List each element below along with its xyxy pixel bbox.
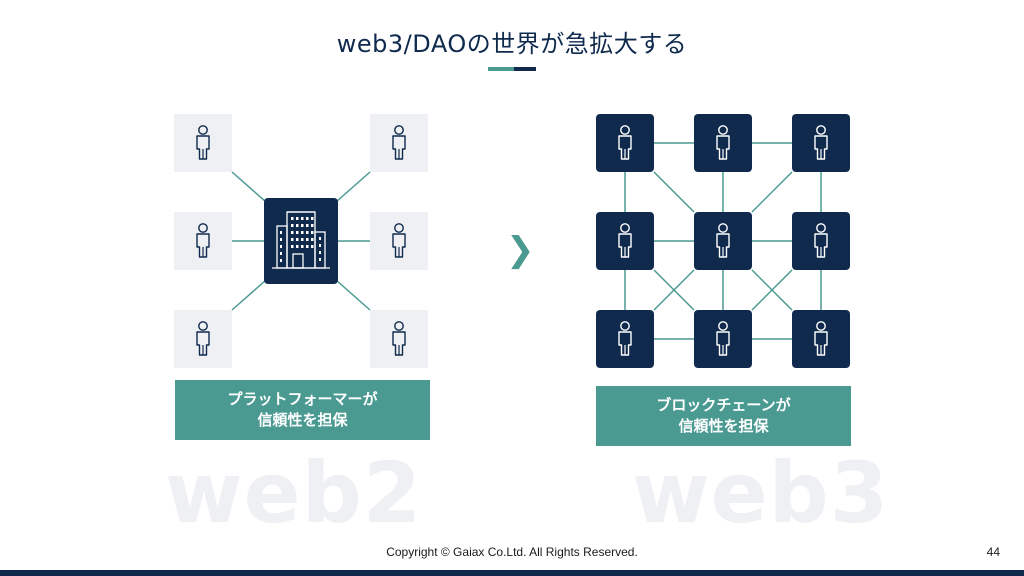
web3-person-node	[596, 114, 654, 172]
title-underline-navy	[514, 67, 536, 71]
web2-person-node	[370, 212, 428, 270]
web3-person-node	[694, 114, 752, 172]
building-icon	[272, 211, 330, 269]
web3-person-node	[596, 212, 654, 270]
web2-watermark: web2	[165, 444, 423, 542]
web2-caption: プラットフォーマーが 信頼性を担保	[175, 380, 430, 440]
web2-caption-line1: プラットフォーマーが	[227, 390, 378, 408]
web2-person-node	[370, 310, 428, 368]
web3-person-node	[694, 212, 752, 270]
web3-caption: ブロックチェーンが 信頼性を担保	[596, 386, 851, 446]
web2-person-node	[174, 114, 232, 172]
title-underline-teal	[488, 67, 514, 71]
web3-person-node	[792, 212, 850, 270]
web3-person-node	[792, 114, 850, 172]
chevron-right-icon: ❯	[506, 230, 535, 270]
copyright-footer: Copyright © Gaiax Co.Ltd. All Rights Res…	[386, 545, 638, 559]
web2-connections	[231, 171, 371, 311]
web2-person-node	[370, 114, 428, 172]
web3-watermark: web3	[632, 444, 890, 542]
web2-person-node	[174, 212, 232, 270]
web3-person-node	[792, 310, 850, 368]
web3-connections	[624, 142, 822, 340]
web2-person-node	[174, 310, 232, 368]
web3-person-node	[596, 310, 654, 368]
slide-title: web3/DAOの世界が急拡大する	[336, 30, 688, 58]
web3-caption-line2: 信頼性を担保	[678, 417, 769, 435]
web2-caption-line2: 信頼性を担保	[257, 411, 348, 429]
web3-person-node	[694, 310, 752, 368]
bottom-accent-bar	[0, 570, 1024, 576]
platform-node	[264, 198, 338, 284]
web3-caption-line1: ブロックチェーンが	[656, 396, 791, 414]
page-number: 44	[986, 545, 1000, 559]
